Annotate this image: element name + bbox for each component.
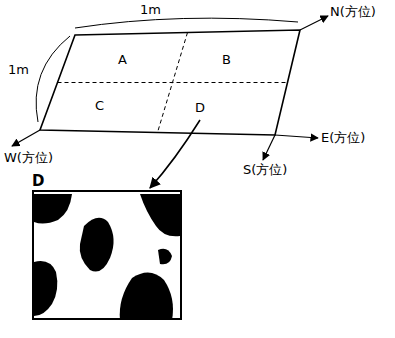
direction-label: W(方位) bbox=[4, 150, 53, 165]
view-frame bbox=[32, 190, 182, 320]
cell-label: C bbox=[95, 98, 104, 113]
cell-label: D bbox=[195, 100, 205, 115]
direction-label: N(方位) bbox=[330, 4, 376, 19]
cell-label: B bbox=[222, 52, 231, 67]
direction-label: E(方位) bbox=[321, 130, 365, 145]
dimension-label: 1m bbox=[8, 62, 29, 77]
enlarged-view: D bbox=[32, 172, 182, 320]
dimension-label: 1m bbox=[140, 2, 161, 17]
view-heading: D bbox=[32, 172, 182, 190]
direction-label: S(方位) bbox=[243, 162, 287, 177]
cell-label: A bbox=[118, 52, 127, 67]
